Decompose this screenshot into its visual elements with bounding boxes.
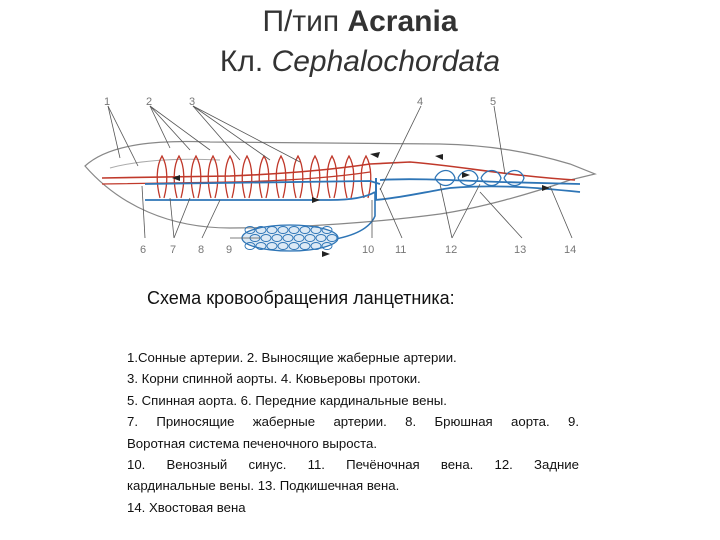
legend-line: кардинальные вены. 13. Подкишечная вена.	[127, 478, 400, 494]
posterior-cardinal-loops	[434, 169, 525, 187]
subtype-label: П/тип	[262, 5, 340, 38]
diagram-caption: Схема кровообращения ланцетника:	[147, 288, 455, 308]
label-12: 12	[445, 244, 457, 256]
gill-arch-loop	[190, 154, 202, 199]
label-9: 9	[226, 244, 232, 256]
label-13: 13	[514, 244, 526, 256]
class-label: Кл.	[219, 45, 264, 78]
gill-arch-loop	[326, 154, 338, 199]
legend-line: 3. Корни спинной аорты. 4. Кювьеровы про…	[127, 371, 421, 387]
dorsal-aorta	[101, 161, 576, 181]
inner-outline	[109, 158, 221, 169]
gill-arches	[156, 154, 372, 199]
label-4: 4	[417, 96, 423, 108]
label-8: 8	[198, 244, 204, 256]
liver-mesh-cell	[260, 234, 272, 242]
body-outline	[84, 140, 597, 229]
label-11: 11	[395, 244, 406, 256]
posterior-cardinal-vein	[379, 178, 581, 185]
liver-mesh-cell	[266, 226, 278, 234]
liver-mesh-cell	[271, 234, 283, 242]
liver-mesh-cell	[310, 242, 322, 250]
legend-line: 14. Хвостовая вена	[127, 499, 246, 515]
legend-line: 1.Сонные артерии. 2. Выносящие жаберные …	[127, 350, 457, 365]
aorta-root	[101, 171, 371, 185]
liver-mesh-cell	[299, 226, 311, 234]
subintestinal-vein	[374, 185, 581, 201]
label-5: 5	[490, 96, 496, 108]
label-1: 1	[104, 96, 110, 108]
legend-text: 1.Сонные артерии. 2. Выносящие жаберные …	[127, 347, 579, 518]
gill-arch-loop	[343, 154, 355, 199]
ventral-aorta	[145, 191, 376, 201]
liver-mesh-cell	[326, 234, 338, 242]
gill-arch-loop	[360, 154, 372, 199]
lancelet-circulation-diagram: 1 2 3 4 5 6 7 8 9 10 11 12 13 14	[84, 96, 597, 257]
liver-mesh-cell	[277, 242, 289, 250]
liver-mesh-cell	[293, 234, 305, 242]
liver-mesh-cell	[255, 226, 267, 234]
liver-mesh-cell	[266, 242, 278, 250]
gill-arch-loop	[224, 154, 236, 199]
label-3: 3	[189, 96, 195, 108]
gill-arch-loop	[173, 154, 185, 199]
liver-mesh-cell	[277, 226, 289, 234]
liver-mesh-cell	[304, 234, 316, 242]
legend-line: Воротная система печеночного выроста.	[127, 435, 378, 451]
label-2: 2	[146, 96, 152, 108]
flow-arrows	[172, 152, 550, 257]
liver-mesh-cell	[321, 242, 333, 250]
liver-mesh-cell	[255, 242, 267, 250]
liver-mesh-cell	[288, 226, 300, 234]
liver-mesh-cell	[288, 242, 300, 250]
liver-mesh-cell	[299, 242, 311, 250]
bottom-leader-lines	[141, 183, 573, 239]
liver-mesh-cell	[244, 226, 256, 234]
gill-arch-loop	[258, 154, 270, 199]
label-14: 14	[564, 244, 576, 256]
liver-mesh-cell	[310, 226, 322, 234]
gill-arch-loop	[292, 154, 304, 199]
subtype-taxon: Acrania	[347, 5, 458, 38]
liver-mesh-cell	[282, 234, 294, 242]
gill-arch-loop	[207, 154, 219, 199]
top-leader-lines	[107, 105, 506, 191]
title-line-2: Кл. Cephalochordata	[0, 44, 720, 80]
gill-arch-loop	[275, 154, 287, 199]
liver-mesh-cell	[315, 234, 327, 242]
legend-line: 7. Приносящие жаберные артерии. 8. Брюшн…	[127, 414, 579, 430]
liver-mesh-cell	[244, 242, 256, 250]
label-6: 6	[140, 244, 146, 256]
label-10: 10	[362, 244, 374, 256]
legend-line: 10. Венозный синус. 11. Печёночная вена.…	[127, 457, 579, 473]
liver-mesh-cell	[321, 226, 333, 234]
class-taxon: Cephalochordata	[271, 45, 501, 78]
liver-network	[244, 226, 338, 250]
label-7: 7	[170, 244, 176, 256]
gill-arch-loop	[309, 154, 321, 199]
legend-line: 5. Спинная аорта. 6. Передние кардинальн…	[127, 392, 447, 408]
title-line-1: П/тип Acrania	[0, 4, 720, 40]
gill-arch-loop	[241, 154, 253, 199]
